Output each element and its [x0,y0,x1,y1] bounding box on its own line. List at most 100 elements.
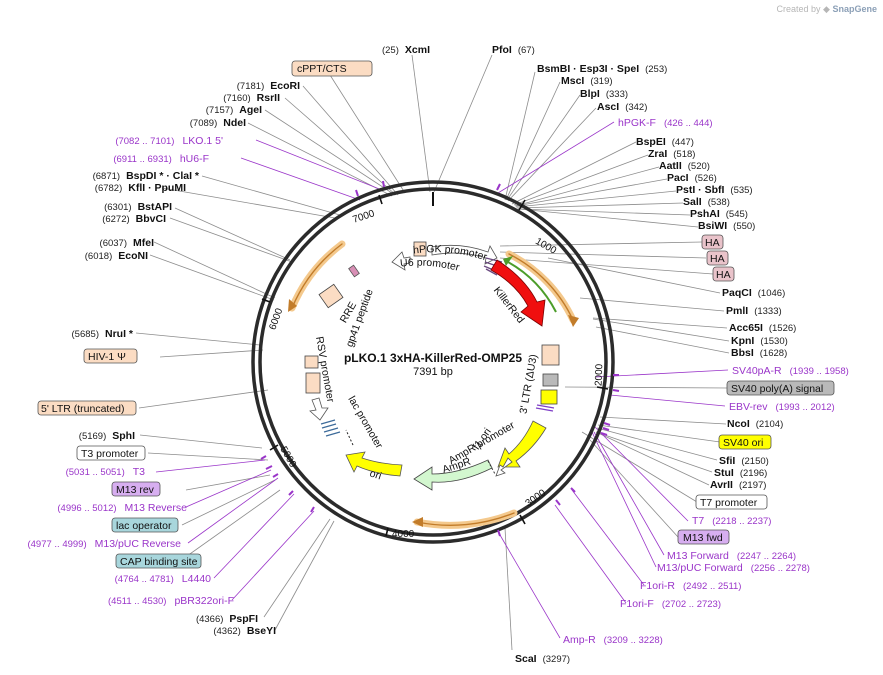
enzyme-bspdi: (6871)BspDI * · ClaI * [93,170,200,182]
enzyme-sphi: (5169)SphI [79,430,135,442]
snapgene-logo-icon: ◆ [823,4,830,14]
enzyme-xcmi: (25)XcmI [382,44,430,56]
enzyme-asci: AscI(342) [597,101,647,113]
enzyme-kpni: KpnI(1530) [731,335,788,347]
primer-t7: T7(2218 .. 2237) [692,515,771,527]
u6-promoter-arrow [391,251,411,271]
enzyme-ndei: (7089)NdeI [190,117,246,129]
ring-primer-ticks [260,180,620,537]
ampr-arrow [413,459,493,491]
enzyme-bspei: BspEI(447) [636,136,694,148]
credit-brand: SnapGene [832,4,877,14]
primer-leader-lines [155,121,729,639]
enzyme-acc65i: Acc65I(1526) [729,322,796,334]
tick-3000: 3000 [523,487,548,509]
enzyme-bbsi: BbsI(1628) [731,347,787,359]
enzyme-pspfi: (4366)PspFI [196,613,258,625]
enzyme-bbvci: (6272)BbvCI [102,213,166,225]
box-ha-3: HA [716,269,731,281]
green-arc [507,261,557,313]
primer-m13puc-reverse: (4977 .. 4999)M13/pUC Reverse [27,538,181,550]
box-hiv1-psi: HIV-1 Ψ [88,351,126,363]
enzyme-avrii: AvrII(2197) [710,479,766,491]
primer-hu6-f: (6911 .. 6931)hU6-F [113,153,209,165]
enzyme-pfoi: PfoI(67) [492,44,535,56]
primer-amp-r: Amp-R(3209 .. 3228) [563,634,663,646]
box-m13-rev: M13 rev [116,484,155,496]
lac-stripes [320,419,341,437]
enzyme-stui: StuI(2196) [714,467,767,479]
label-ori: ori [368,467,383,482]
f1-ori-arrow [497,420,547,468]
enzyme-bseyi: (4362)BseYI [213,625,276,637]
small-stripes [535,404,555,412]
sv40-ori-feature [540,389,558,405]
enzyme-ncoi: NcoI(2104) [727,418,783,430]
primer-pbr322ori-f: (4511 .. 4530)pBR322ori-F [108,595,234,607]
enzyme-econi: (6018)EcoNI [85,250,148,262]
boxed-labels: cPPT/CTS HA HA HA SV40 poly(A) signal SV… [37,60,835,569]
enzyme-bstapi: (6301)BstAPI [104,201,172,213]
plasmid-length: 7391 bp [413,366,453,378]
gp41-feature [348,264,360,278]
ampr-promoter-arrow [495,457,513,477]
primer-f1ori-f: F1ori-F(2702 .. 2723) [620,598,721,610]
enzyme-aatii: AatII(520) [659,160,710,172]
enzyme-paqci: PaqCI(1046) [722,287,785,299]
arc-arrowheads [288,299,579,527]
sv40-polya-feature [542,373,559,387]
enzyme-sfii: SfiI(2150) [719,455,769,467]
box-ha-2: HA [710,253,725,265]
credit-prefix: Created by [776,4,821,14]
primer-m13-forward: M13 Forward(2247 .. 2264) [667,550,796,562]
primer-t3: (5031 .. 5051)T3 [66,466,146,478]
enzyme-agei: (7157)AgeI [206,104,262,116]
enzyme-mfei: (6037)MfeI [100,237,155,249]
ltr3-feature [541,344,560,366]
box-t3-promoter: T3 promoter [81,448,139,460]
primer-l4440: (4764 .. 4781)L4440 [115,573,212,585]
enzyme-nrui: (5685)NruI * [72,328,134,340]
primer-hpgk-f: hPGK-F(426 .. 444) [618,117,713,129]
tick-6000: 6000 [267,306,285,331]
box-5ltr-truncated: 5' LTR (truncated) [41,403,125,415]
enzyme-msci: MscI(319) [561,75,613,87]
plasmid-name: pLKO.1 3xHA-KillerRed-OMP25 [344,351,522,365]
ltr5-feature [305,372,321,394]
hpgk-promoter-arrow [431,244,498,265]
label-u6-promoter: U6 promoter [400,257,462,274]
rre-feature [318,283,344,309]
ring-ticks [261,194,609,537]
primer-f1ori-r: F1ori-R(2492 .. 2511) [640,580,741,592]
rsv-promoter-arrow [309,397,329,421]
enzyme-bsmbi: BsmBI · Esp3I · SpeI(253) [537,63,667,75]
killerred-arrow [490,259,546,327]
label-lac-promoter: lac promoter [345,394,385,451]
box-ha-1: HA [705,237,720,249]
box-sv40-polya: SV40 poly(A) signal [731,383,823,395]
enzyme-pmli: PmlI(1333) [726,305,782,317]
box-t7-promoter: T7 promoter [700,497,758,509]
box-lac-operator: lac operator [116,520,172,532]
cppt-feature [413,241,427,257]
enzyme-sali: SalI(538) [683,196,730,208]
ori-arrow [345,451,403,477]
ltr-arcs [288,240,577,529]
enzyme-blpi: BlpI(333) [580,88,628,100]
primer-lko1-5: (7082 .. 7101)LKO.1 5' [115,135,223,147]
snapgene-credit: Created by ◆ SnapGene [777,4,878,15]
primer-sv40pa-r: SV40pA-R(1939 .. 1958) [732,365,849,377]
primer-ebv-rev: EBV-rev(1993 .. 2012) [729,401,835,413]
enzyme-psti: PstI · SbfI(535) [676,184,753,196]
box-sv40-ori: SV40 ori [723,437,763,449]
enzyme-ecori: (7181)EcoRI [237,80,300,92]
primer-m13-reverse: (4996 .. 5012)M13 Reverse [57,502,187,514]
box-m13-fwd: M13 fwd [683,532,723,544]
hiv-psi-feature [304,355,319,369]
enzyme-rsrii: (7160)RsrII [223,92,280,104]
box-cap-binding-site: CAP binding site [120,556,198,568]
tick-7000: 7000 [351,208,376,225]
backbone-outer [251,180,615,544]
enzyme-pshai: PshAI(545) [690,208,748,220]
